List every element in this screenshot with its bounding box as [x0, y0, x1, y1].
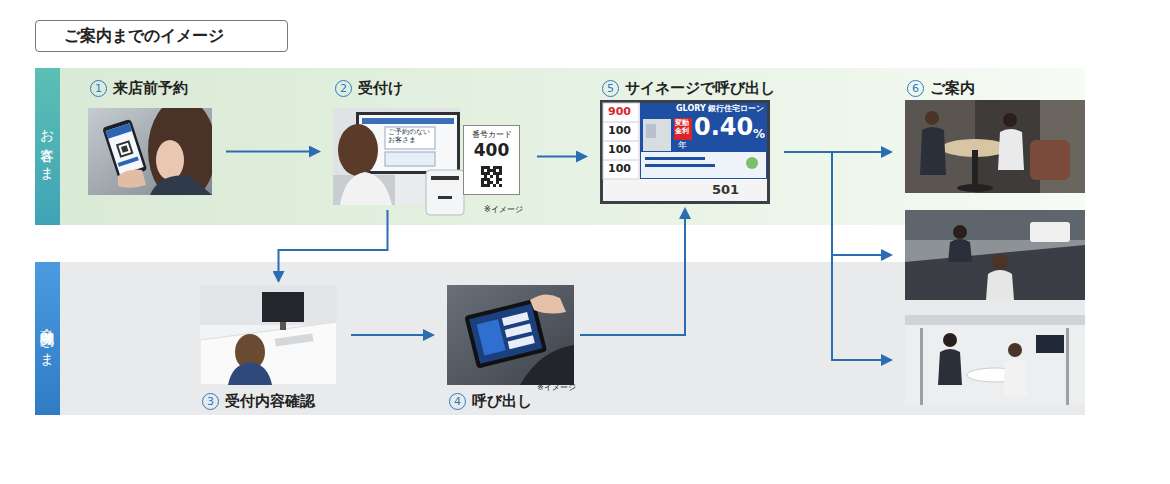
photo-frame — [905, 315, 1085, 405]
step-heading: 3 受付内容確認 — [202, 391, 315, 411]
step-number: 2 — [335, 80, 352, 97]
process-step: 番号カード400 2 受付け — [333, 78, 523, 205]
step-heading: 5 サイネージで呼び出し — [602, 78, 775, 98]
signage-text: 900 — [608, 106, 631, 118]
signage-text: 501 — [712, 183, 739, 197]
step-title: 受付内容確認 — [225, 392, 315, 411]
swimlane-band: 1 来店前予約番号カード400 2 受付け 5 サイネージで呼び出し 6 ご案内 お客さま — [35, 68, 1085, 225]
step-number: 5 — [602, 80, 619, 97]
signage-text: 0.40 — [694, 114, 753, 140]
step-number: 4 — [449, 393, 466, 410]
photo-frame — [333, 108, 460, 205]
photo-box — [905, 210, 1085, 300]
process-step: 3 受付内容確認 — [200, 285, 337, 412]
step-heading: 4 呼び出し — [449, 391, 532, 411]
step-title: 受付け — [358, 79, 403, 98]
signage-text: 100 — [608, 163, 631, 175]
step-heading: 6 ご案内 — [907, 78, 975, 98]
signage-text: 年 — [678, 141, 687, 151]
step-number: 3 — [202, 393, 219, 410]
signage-text: 100 — [608, 144, 631, 156]
process-step: 6 ご案内 — [905, 78, 1085, 193]
signage-text: 変動金利 — [675, 120, 691, 135]
title-box: ご案内までのイメージ — [35, 20, 288, 52]
photo-frame — [200, 285, 337, 385]
lane-label: 金融機関さま — [35, 262, 60, 415]
photo-frame — [88, 108, 212, 195]
signage-text: 100 — [608, 125, 631, 137]
swimlane-band: 3 受付内容確認 4 呼び出し 金融機関さま — [35, 262, 1085, 415]
ticket-number: 400 — [474, 140, 510, 161]
step-title: サイネージで呼び出し — [625, 79, 775, 98]
lane-label: お客さま — [35, 68, 60, 225]
note-text: ※イメージ — [537, 384, 576, 393]
card-title: 番号カード — [472, 130, 512, 140]
number-card: 番号カード400 — [463, 125, 520, 195]
note-text: ※イメージ — [484, 206, 523, 215]
step-title: 呼び出し — [472, 392, 532, 411]
step-number: 6 — [907, 80, 924, 97]
photo-frame — [905, 100, 1085, 193]
signage-text: % — [753, 128, 765, 141]
diagram-title: ご案内までのイメージ — [64, 26, 224, 47]
screen-text: ご予約のないお客さま — [388, 129, 433, 144]
process-step: 1 来店前予約 — [88, 78, 212, 195]
step-number: 1 — [90, 80, 107, 97]
step-title: 来店前予約 — [113, 79, 188, 98]
photo-box — [905, 315, 1085, 405]
photo-frame — [447, 285, 574, 385]
signage-text: GLORY 銀行住宅ローン — [676, 105, 764, 114]
step-heading: 2 受付け — [335, 78, 403, 98]
step-title: ご案内 — [930, 79, 975, 98]
process-step: 4 呼び出し — [447, 285, 574, 412]
photo-frame — [905, 210, 1085, 300]
qr-code — [481, 166, 502, 187]
step-heading: 1 来店前予約 — [90, 78, 188, 98]
